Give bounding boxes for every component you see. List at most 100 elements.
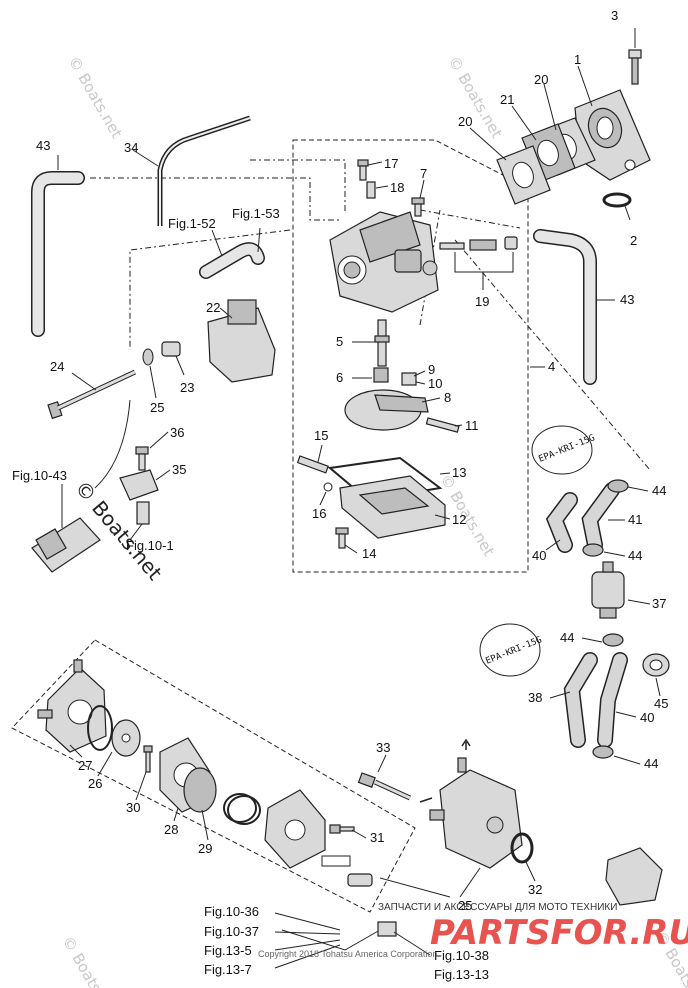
callout-16: 16: [312, 506, 326, 521]
hose-routing-line: [129, 229, 291, 350]
part-32-screw: [329, 824, 355, 834]
part-18-spring: [366, 181, 376, 199]
callout-3: 3: [611, 8, 618, 23]
callout-31: 30: [126, 800, 140, 815]
callout-27: 26: [88, 776, 102, 791]
part-14-screw: [335, 527, 349, 549]
callout-2: 2: [630, 233, 637, 248]
callout-11: 11: [465, 418, 479, 433]
part-7-screw: [411, 197, 425, 217]
callout-44: 44: [560, 630, 574, 645]
callout-4: 4: [548, 359, 555, 374]
hose-routing-line: [419, 209, 521, 229]
callout-20: 20: [458, 114, 472, 129]
epa-tag-bottom: EPA-KRI-15G: [479, 623, 543, 677]
callout-35: 34: [124, 140, 138, 155]
shop-banner: ЗАПЧАСТИ И АКСЕССУАРЫ ДЛЯ МОТО ТЕХНИКИ: [378, 902, 617, 913]
ref-fig-10-38: Fig.10-38: [434, 948, 489, 963]
callout-44: 44: [628, 548, 642, 563]
callout-5: 5: [336, 334, 343, 349]
part-44-clip: [602, 633, 624, 647]
part-12-float-bowl: [339, 475, 446, 539]
callout-20: 20: [534, 72, 548, 87]
callout-33: 32: [528, 882, 542, 897]
callout-37: 36: [170, 425, 184, 440]
callout-15: 15: [314, 428, 328, 443]
part-44-clip: [582, 543, 604, 557]
ref-fig-1-52: Fig.1-52: [168, 216, 216, 231]
part-38-fuel-filter: [591, 561, 625, 619]
part-6-main-jet: [373, 367, 389, 383]
part-27-valve: [111, 719, 141, 757]
part-4-carburetor: [329, 211, 439, 313]
part-24-bolt: [47, 369, 137, 420]
callout-43: 43: [36, 138, 50, 153]
ref-fig-13-7: Fig.13-7: [204, 962, 252, 977]
bracket-part: [605, 847, 663, 906]
callout-21: 21: [500, 92, 514, 107]
callout-14: 14: [362, 546, 376, 561]
callout-39: 38: [528, 690, 542, 705]
part-31-screw: [143, 745, 153, 773]
part-8-float: [344, 389, 429, 431]
callout-36: 35: [172, 462, 186, 477]
part-17-screw: [357, 159, 369, 181]
watermark-boats: © Boats.net: [65, 53, 126, 141]
callout-22: 22: [206, 300, 220, 315]
callout-7: 7: [420, 166, 427, 181]
callout-17: 17: [384, 156, 398, 171]
hose-routing-line: [90, 177, 340, 221]
part-26-fuel-pump: [419, 738, 523, 869]
ref-fig-10-1: Fig.10-1: [126, 538, 174, 553]
part-22-silencer: [207, 299, 276, 383]
callout-25: 25: [150, 400, 164, 415]
callout-41: 40: [640, 710, 654, 725]
part-37-bolt: [135, 446, 149, 471]
pump-housing: [264, 789, 326, 869]
part-44-clip: [607, 479, 629, 493]
callout-18: 18: [390, 180, 404, 195]
part-9-pin: [401, 372, 417, 386]
callout-34: 33: [376, 740, 390, 755]
callout-8: 8: [444, 390, 451, 405]
part-1-intake-manifold: [574, 89, 651, 181]
part-41-hose: [597, 652, 628, 748]
callout-6: 6: [336, 370, 343, 385]
ref-fig-10-37: Fig.10-37: [204, 924, 259, 939]
callout-30: 29: [198, 841, 212, 856]
part-44-clip: [592, 745, 614, 759]
part-43-hose-left: [31, 171, 85, 337]
control-cable: [94, 399, 131, 489]
partsfor-logo: PARTSFOR.RU: [430, 913, 688, 953]
part-11-needle: [425, 417, 460, 433]
part-2-o-ring: [602, 192, 632, 208]
watermark-boats: © Boats.net: [445, 53, 506, 141]
callout-44: 44: [644, 756, 658, 771]
callout-24: 24: [50, 359, 64, 374]
epa-tag-top: EPA-KRI-15G: [531, 425, 596, 475]
callout-43: 43: [620, 292, 634, 307]
watermark-boats: © Boats.net: [437, 471, 498, 559]
callout-1: 1: [574, 52, 581, 67]
callout-23: 23: [180, 380, 194, 395]
callout-42: 41: [628, 512, 642, 527]
part-20-gasket: [496, 145, 551, 205]
fuel-pump-exploded-box: [11, 639, 416, 913]
callout-labels: 3 1 20 21 20 2 17 18 7 19 5 6 9 10 8 11 …: [36, 8, 668, 913]
leader-lines: [57, 28, 661, 969]
part-19-pilot-screw: [439, 236, 518, 290]
bottom-hose: [281, 929, 381, 951]
part-43-hose-right: [533, 229, 597, 385]
ref-fig-10-36: Fig.10-36: [204, 904, 259, 919]
part-25-washer: [142, 348, 154, 366]
part-45-grommet: [642, 653, 670, 677]
ref-fig-10-43: Fig.10-43: [12, 468, 67, 483]
bottom-hose-clip: [377, 921, 397, 937]
callout-40: 40: [532, 548, 546, 563]
part-42-hose: [581, 482, 620, 553]
hose-routing-line: [454, 239, 651, 471]
callout-19: 19: [475, 294, 489, 309]
pump-spring: [223, 793, 261, 825]
